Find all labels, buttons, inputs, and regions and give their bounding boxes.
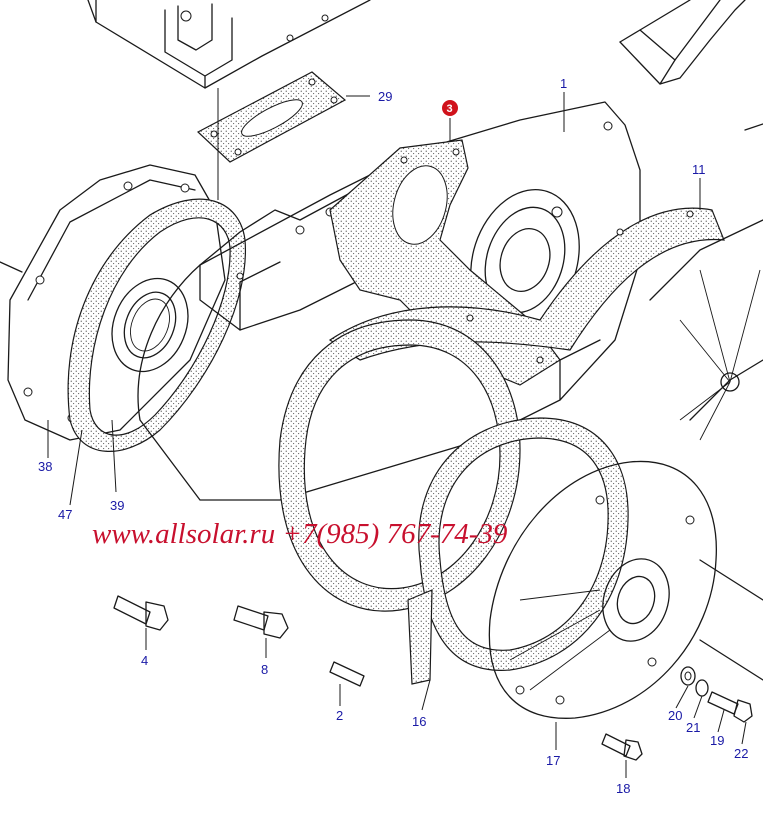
watermark-text: www.allsolar.ru +7(985) 767-74-39 xyxy=(92,518,508,550)
gasket-39 xyxy=(67,198,247,452)
callout-29: 29 xyxy=(378,89,392,104)
callout-18: 18 xyxy=(616,781,630,796)
bolt-8 xyxy=(233,605,289,639)
callout-4: 4 xyxy=(141,653,148,668)
engine-block-top xyxy=(87,0,371,89)
right-end-part xyxy=(649,123,763,441)
callout-19: 19 xyxy=(710,733,724,748)
callout-2: 2 xyxy=(336,708,343,723)
callout-3: 3 xyxy=(447,103,453,115)
callout-21: 21 xyxy=(686,720,700,735)
callout-11: 11 xyxy=(692,162,706,177)
callout-22: 22 xyxy=(734,746,748,761)
top-right-bracket xyxy=(619,0,746,85)
callout-labels: 1 3 11 29 38 47 39 4 8 2 16 17 20 21 19 … xyxy=(38,76,748,796)
callout-38: 38 xyxy=(38,459,52,474)
callout-16: 16 xyxy=(412,714,426,729)
callout-8: 8 xyxy=(261,662,268,677)
callout-17: 17 xyxy=(546,753,560,768)
callout-47: 47 xyxy=(58,507,72,522)
housing-inner-ring xyxy=(278,319,521,612)
callout-1: 1 xyxy=(560,76,567,91)
bolt-4 xyxy=(113,595,169,631)
callout-39: 39 xyxy=(110,498,124,513)
end-cover-17 xyxy=(488,460,763,719)
callout-20: 20 xyxy=(668,708,682,723)
seal-ring-47 xyxy=(111,277,189,373)
pin-2 xyxy=(329,661,365,687)
gasket-29 xyxy=(196,71,347,163)
washers-20-22 xyxy=(680,666,753,723)
leader-lines xyxy=(47,88,747,778)
callout-3-badge xyxy=(442,100,458,116)
bolt-18 xyxy=(601,733,643,761)
